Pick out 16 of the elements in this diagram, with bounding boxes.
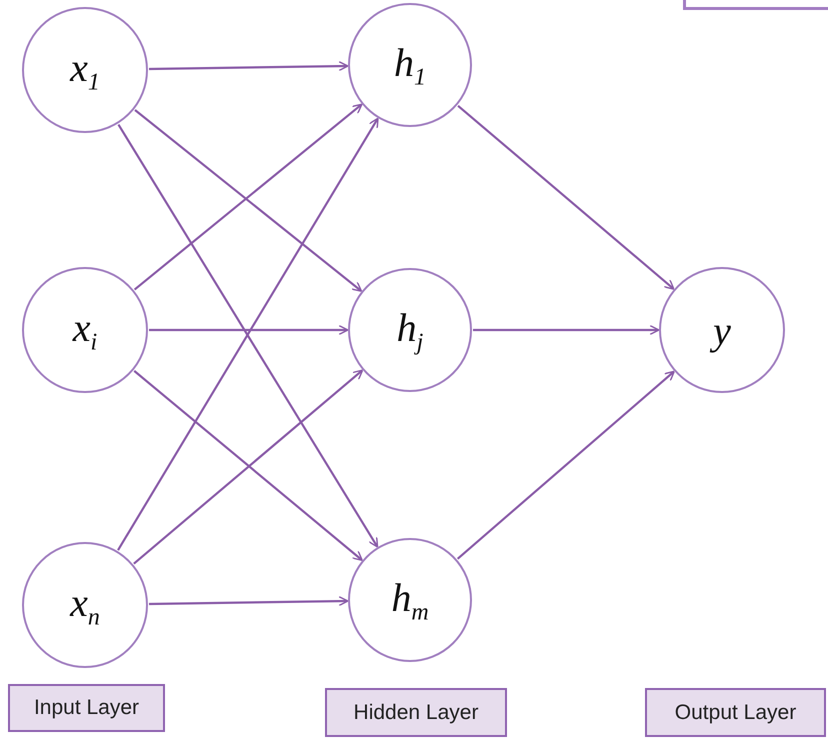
layer-label: Hidden Layer xyxy=(325,688,507,737)
variable-label: h$_{m}$ xyxy=(391,574,429,626)
layer-label: Output Layer xyxy=(645,688,826,737)
box-fragment xyxy=(683,0,828,10)
variable-label: x$_{i}$ xyxy=(72,304,98,356)
variable-label: x$_{n}$ xyxy=(70,578,100,632)
arrow xyxy=(148,60,349,72)
variable-label: h$_{j}$ xyxy=(396,304,424,356)
arrow xyxy=(457,104,675,290)
variable-label: x$_{1}$ xyxy=(70,44,100,96)
arrow xyxy=(148,596,349,606)
variable-label: h$_{1}$ xyxy=(394,38,426,92)
arrow xyxy=(473,324,660,336)
arrow xyxy=(456,370,675,560)
layer-label: Input Layer xyxy=(8,684,165,732)
arrow xyxy=(149,324,349,336)
